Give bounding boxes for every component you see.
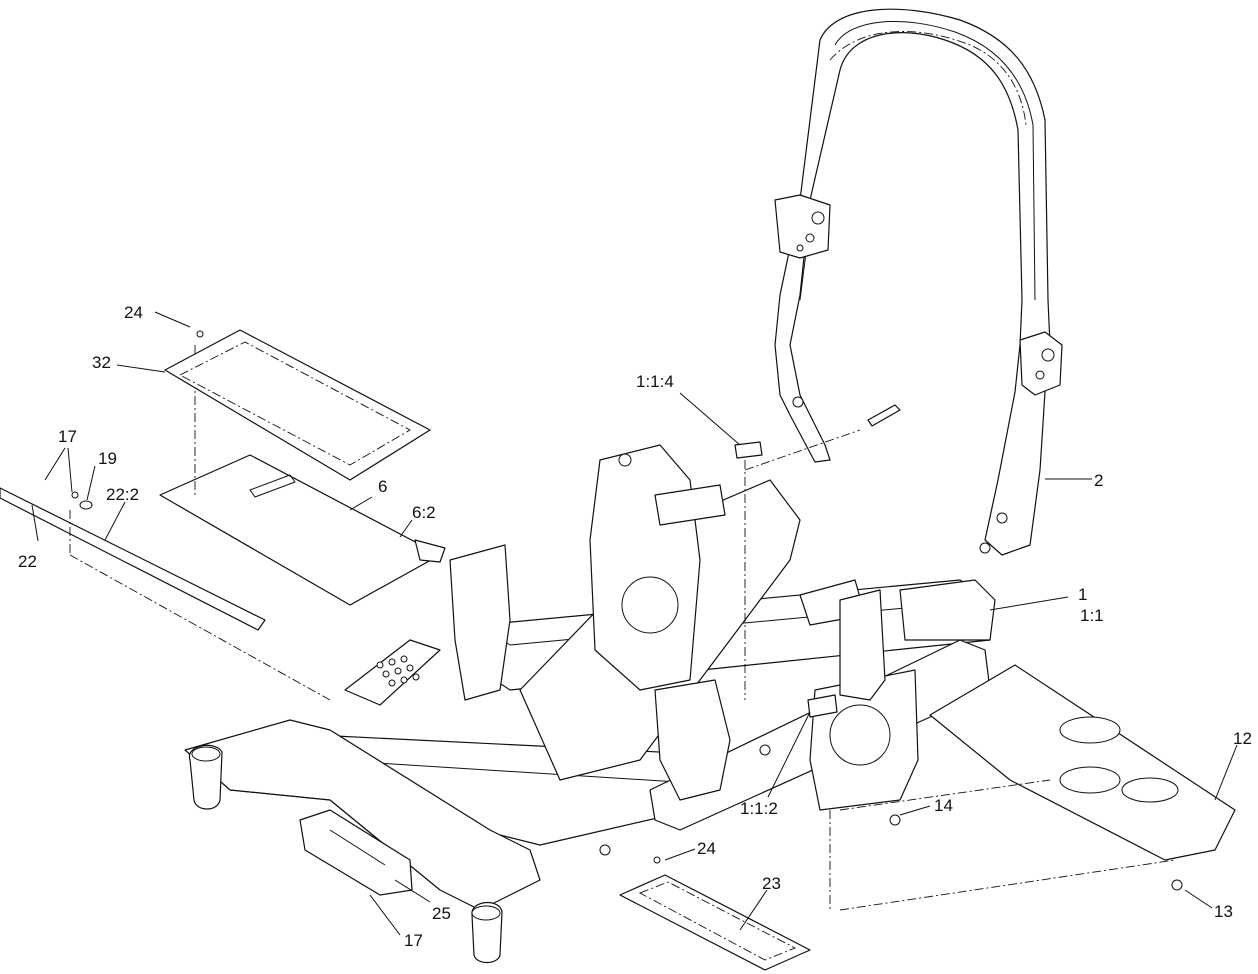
callout-22-2: 22:2 bbox=[106, 485, 139, 504]
callout-24-top: 24 bbox=[124, 303, 143, 322]
callout-13: 13 bbox=[1214, 902, 1233, 921]
callout-23: 23 bbox=[762, 874, 781, 893]
callout-1-1-4: 1:1:4 bbox=[636, 372, 674, 391]
callout-25: 25 bbox=[432, 904, 451, 923]
callout-6-2: 6:2 bbox=[412, 503, 436, 522]
callout-6: 6 bbox=[378, 477, 387, 496]
callout-24-bottom: 24 bbox=[697, 839, 716, 858]
callout-14: 14 bbox=[934, 796, 953, 815]
callout-labels: 24 32 17 19 22:2 22 6 6:2 1:1:4 2 1 1:1 … bbox=[18, 303, 1252, 950]
floor-mat bbox=[164, 329, 431, 481]
callout-1: 1 bbox=[1078, 585, 1087, 604]
callout-2: 2 bbox=[1094, 471, 1103, 490]
callout-22: 22 bbox=[18, 552, 37, 571]
callout-1-1: 1:1 bbox=[1080, 606, 1104, 625]
callout-1-1-2: 1:1:2 bbox=[740, 799, 778, 818]
keypad-holes bbox=[376, 655, 420, 687]
callout-12: 12 bbox=[1233, 729, 1252, 748]
callout-32: 32 bbox=[92, 353, 111, 372]
callout-17-bottom: 17 bbox=[404, 931, 423, 950]
roll-over-bar bbox=[744, 8, 1063, 556]
skid-plate bbox=[839, 664, 1236, 911]
step-plate bbox=[619, 856, 811, 971]
main-frame bbox=[184, 441, 996, 964]
floor-pan bbox=[159, 345, 446, 606]
side-rail bbox=[0, 487, 331, 701]
callout-17-top: 17 bbox=[58, 427, 77, 446]
callout-19: 19 bbox=[98, 449, 117, 468]
leader-lines bbox=[31, 311, 1238, 936]
